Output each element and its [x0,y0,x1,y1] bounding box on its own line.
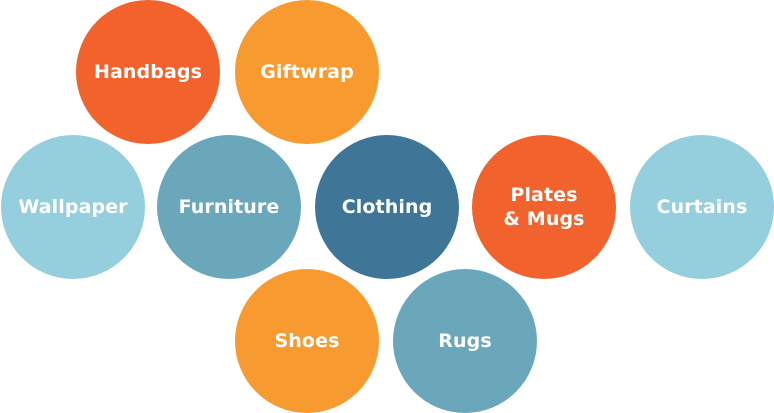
bubble-clothing: Clothing [315,135,459,279]
bubble-label-curtains: Curtains [656,196,748,218]
bubble-curtains: Curtains [630,135,774,279]
bubble-label-wallpaper: Wallpaper [18,196,128,218]
bubble-handbags: Handbags [76,0,220,144]
bubble-furniture: Furniture [157,135,301,279]
bubble-plates-mugs: Plates & Mugs [472,135,616,279]
bubble-rugs: Rugs [393,269,537,413]
bubble-shoes: Shoes [235,269,379,413]
bubble-wallpaper: Wallpaper [1,135,145,279]
bubble-label-clothing: Clothing [341,196,433,218]
bubble-label-plates-mugs: Plates & Mugs [503,184,585,230]
bubble-label-rugs: Rugs [438,330,492,352]
bubble-label-shoes: Shoes [274,330,340,352]
bubble-label-handbags: Handbags [94,61,202,83]
bubble-label-furniture: Furniture [178,196,280,218]
bubble-label-giftwrap: Giftwrap [260,61,354,83]
bubble-giftwrap: Giftwrap [235,0,379,144]
